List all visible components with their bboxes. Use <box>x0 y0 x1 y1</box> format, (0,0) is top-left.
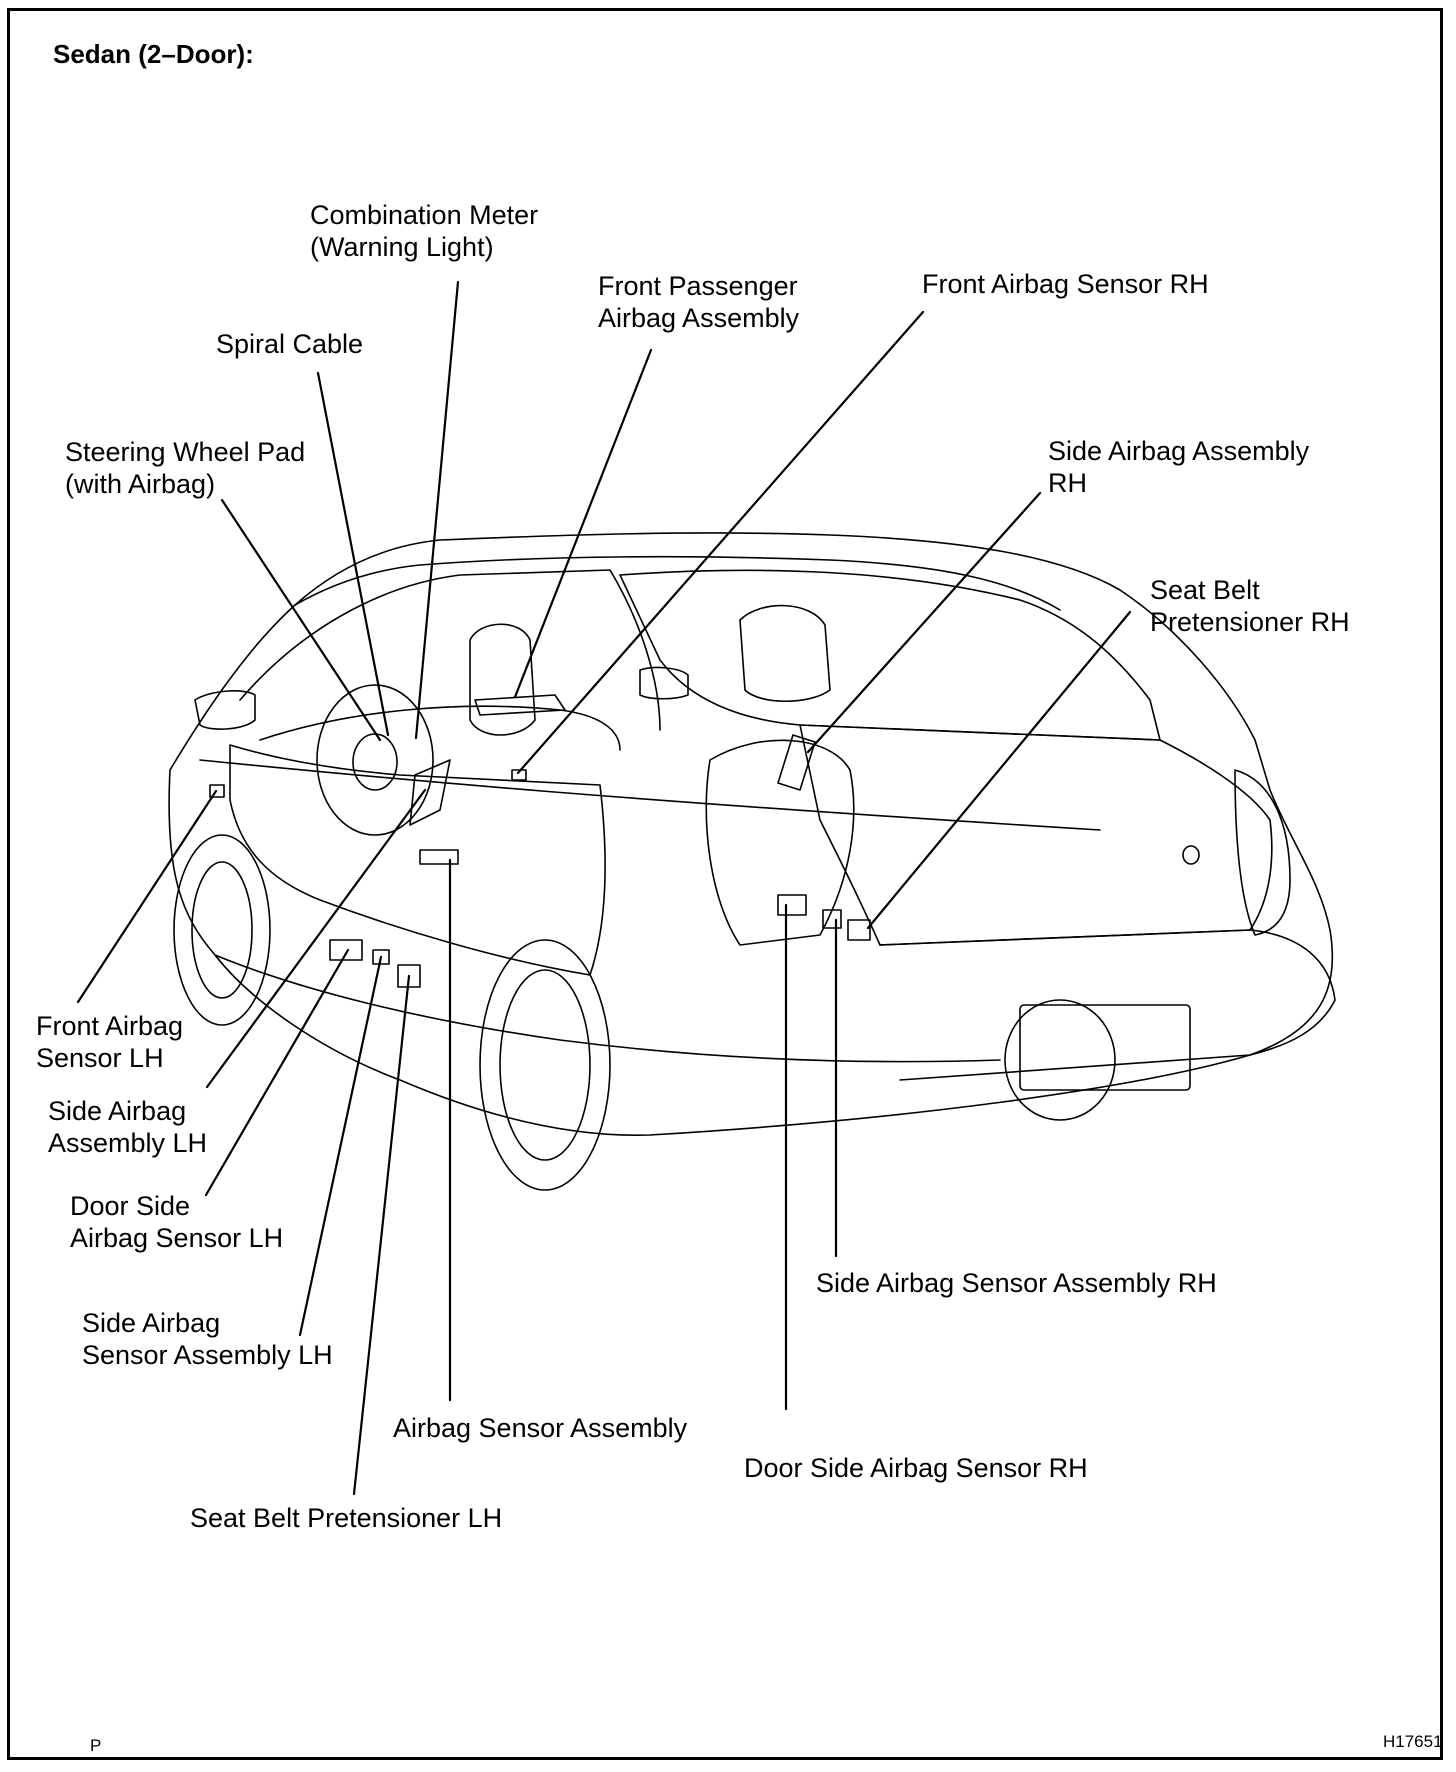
leader-side-airbag-lh <box>207 790 425 1087</box>
footer-left-mark: P <box>90 1736 102 1755</box>
rear-seat-back <box>740 606 830 702</box>
steering-hub <box>353 734 397 790</box>
front-airbag-sensor-rh-block <box>512 770 526 780</box>
leader-front-airbag-sensor-rh <box>518 312 923 773</box>
label-combination-meter: Combination Meter (Warning Light) <box>310 200 539 262</box>
front-airbag-sensor-lh-block <box>210 785 224 797</box>
label-front-airbag-sensor-lh: Front Airbag Sensor LH <box>36 1011 184 1073</box>
car-roof-line <box>295 557 1060 610</box>
leader-front-airbag-sensor-lh <box>78 791 216 1002</box>
leader-spiral-cable <box>318 373 388 735</box>
leader-seat-belt-lh <box>354 976 409 1494</box>
mirror-right <box>640 668 688 699</box>
rear-wheel-right <box>1005 1000 1115 1120</box>
side-airbag-rh-module <box>778 735 815 790</box>
side-sensor-rh-block <box>823 910 841 928</box>
dashboard <box>260 706 620 750</box>
front-seat <box>470 624 535 735</box>
label-front-airbag-sensor-rh: Front Airbag Sensor RH <box>922 269 1209 299</box>
taillight-left <box>1235 770 1290 935</box>
label-door-side-airbag-sensor-rh: Door Side Airbag Sensor RH <box>744 1453 1088 1483</box>
leader-side-sensor-lh <box>300 957 381 1335</box>
rear-seat-cushion <box>706 740 854 945</box>
label-front-passenger-airbag: Front Passenger Airbag Assembly <box>598 271 800 333</box>
front-wheel-inner <box>192 862 252 998</box>
diagram-frame <box>7 8 1443 1760</box>
diagram-title: Sedan (2–Door): <box>53 39 254 69</box>
side-sensor-lh-block <box>373 950 389 964</box>
fuel-cap <box>1183 846 1199 864</box>
label-side-airbag-assembly-lh: Side Airbag Assembly LH <box>48 1096 208 1158</box>
front-wheel <box>174 835 270 1025</box>
label-side-airbag-sensor-assembly-rh: Side Airbag Sensor Assembly RH <box>816 1268 1217 1298</box>
leader-side-airbag-rh <box>808 493 1040 752</box>
steering-wheel <box>317 685 433 835</box>
license-plate <box>1020 1005 1190 1090</box>
airbag-sensor-block <box>420 850 458 864</box>
label-side-airbag-assembly-rh: Side Airbag Assembly RH <box>1048 436 1310 498</box>
rear-window <box>620 570 1160 740</box>
door-sensor-rh-block <box>778 895 806 915</box>
figure-id: H17651 <box>1383 1732 1443 1751</box>
leader-combination-meter <box>416 282 458 738</box>
side-character-line <box>200 760 1100 830</box>
leader-seat-belt-rh <box>868 612 1130 928</box>
label-spiral-cable: Spiral Cable <box>216 329 364 359</box>
rear-wheel-inner <box>500 970 590 1160</box>
passenger-airbag-module <box>475 695 565 715</box>
side-airbag-lh-module <box>410 760 450 825</box>
leader-front-passenger-airbag <box>515 350 651 697</box>
trunk-lid <box>800 725 1272 945</box>
label-seat-belt-pretensioner-rh: Seat Belt Pretensioner RH <box>1150 575 1350 637</box>
mirror-left <box>195 691 255 729</box>
leader-steering-wheel-pad <box>222 500 380 740</box>
label-side-airbag-sensor-assembly-lh: Side Airbag Sensor Assembly LH <box>82 1308 333 1370</box>
car-body-outline <box>169 533 1332 1135</box>
label-steering-wheel-pad: Steering Wheel Pad (with Airbag) <box>65 437 306 499</box>
rear-wheel <box>480 940 610 1190</box>
seat-belt-rh-block <box>848 920 870 940</box>
door-sensor-lh-block <box>330 940 362 960</box>
label-seat-belt-pretensioner-lh: Seat Belt Pretensioner LH <box>190 1503 503 1533</box>
seat-belt-lh-block <box>398 965 420 987</box>
windshield-frame <box>240 570 660 730</box>
label-airbag-sensor-assembly: Airbag Sensor Assembly <box>393 1413 688 1443</box>
leader-door-side-sensor-lh <box>206 950 348 1195</box>
label-door-side-airbag-sensor-lh: Door Side Airbag Sensor LH <box>70 1191 284 1253</box>
rear-bumper <box>880 930 1335 1080</box>
rocker-panel <box>215 955 1000 1062</box>
